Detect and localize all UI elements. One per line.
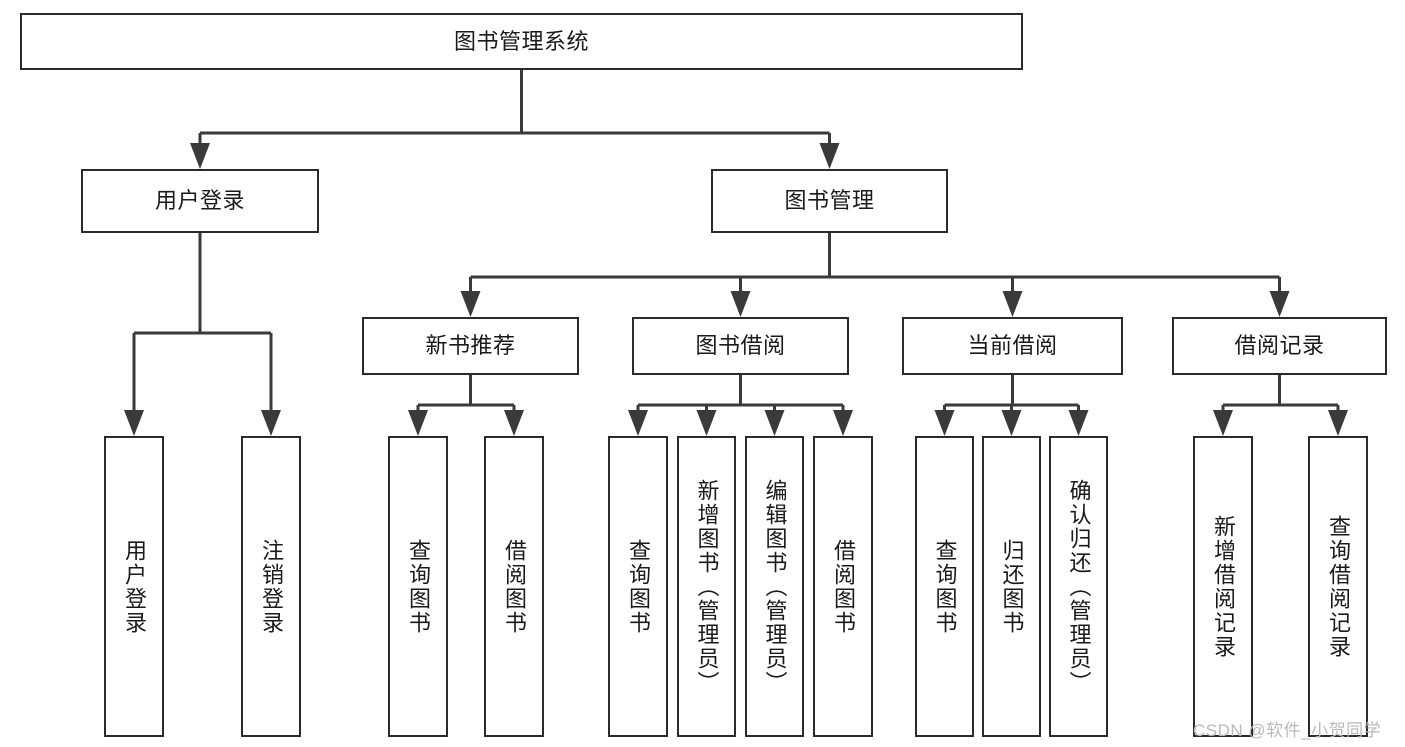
arrowhead-icon: [190, 143, 210, 169]
node-label: 确认归还（管理员）: [1066, 478, 1092, 695]
node-new_book_rec[interactable]: 新书推荐: [362, 317, 579, 375]
node-user_login[interactable]: 用户登录: [81, 169, 319, 233]
node-leaf_edit_book[interactable]: 编辑图书（管理员）: [745, 436, 804, 737]
node-label: 新增借阅记录: [1211, 514, 1236, 659]
arrowhead-icon: [1001, 410, 1022, 436]
node-leaf_return_book[interactable]: 归还图书: [982, 436, 1041, 737]
node-leaf_user_login[interactable]: 用户登录: [104, 436, 164, 737]
node-leaf_query_book_b[interactable]: 查询图书: [608, 436, 668, 737]
node-leaf_add_record[interactable]: 新增借阅记录: [1193, 436, 1253, 737]
node-label: 借阅图书: [831, 538, 856, 635]
node-label: 编辑图书（管理员）: [762, 478, 788, 695]
node-label: 用户登录: [154, 188, 245, 214]
node-label: 图书管理: [784, 188, 875, 214]
arrowhead-icon: [408, 410, 428, 436]
arrowhead-icon: [934, 410, 955, 436]
arrowhead-icon: [819, 143, 840, 169]
arrowhead-icon: [833, 410, 853, 436]
arrowhead-icon: [696, 410, 717, 436]
node-label: 新增图书（管理员）: [694, 478, 720, 695]
node-leaf_query_record[interactable]: 查询借阅记录: [1308, 436, 1368, 737]
node-label: 图书管理系统: [453, 28, 589, 54]
node-current_borrow[interactable]: 当前借阅: [902, 317, 1123, 375]
node-label: 当前借阅: [967, 333, 1058, 359]
node-leaf_add_book[interactable]: 新增图书（管理员）: [677, 436, 736, 737]
node-label: 查询图书: [626, 538, 651, 635]
node-book_borrow[interactable]: 图书借阅: [632, 317, 849, 375]
node-label: 用户登录: [122, 538, 147, 635]
node-label: 新书推荐: [425, 333, 516, 359]
node-label: 查询图书: [932, 538, 958, 635]
node-label: 查询借阅记录: [1326, 514, 1351, 659]
node-label: 归还图书: [999, 538, 1025, 635]
node-label: 查询图书: [406, 538, 431, 635]
node-leaf_query_book_c[interactable]: 查询图书: [915, 436, 974, 737]
node-root[interactable]: 图书管理系统: [20, 13, 1023, 70]
node-leaf_confirm_return[interactable]: 确认归还（管理员）: [1049, 436, 1108, 737]
arrowhead-icon: [504, 410, 524, 436]
node-leaf_borrow_book_b[interactable]: 借阅图书: [813, 436, 873, 737]
node-book_mgmt[interactable]: 图书管理: [711, 169, 948, 233]
watermark-label: CSDN @软件_小贺同学: [1193, 721, 1382, 740]
node-label: 注销登录: [259, 538, 284, 635]
node-label: 借阅记录: [1234, 333, 1325, 359]
arrowhead-icon: [628, 410, 648, 436]
arrowhead-icon: [764, 410, 785, 436]
arrowhead-icon: [261, 410, 281, 436]
node-leaf_logout[interactable]: 注销登录: [241, 436, 301, 737]
node-label: 图书借阅: [695, 333, 786, 359]
arrowhead-icon: [1328, 410, 1348, 436]
node-borrow_record[interactable]: 借阅记录: [1172, 317, 1387, 375]
node-leaf_query_book_rec[interactable]: 查询图书: [388, 436, 448, 737]
arrowhead-icon: [460, 291, 481, 317]
node-leaf_borrow_book_rec[interactable]: 借阅图书: [484, 436, 544, 737]
arrowhead-icon: [1068, 410, 1089, 436]
arrowhead-icon: [1002, 291, 1023, 317]
arrowhead-icon: [730, 291, 751, 317]
arrowhead-icon: [1269, 291, 1290, 317]
arrowhead-icon: [1213, 410, 1233, 436]
arrowhead-icon: [124, 410, 144, 436]
node-label: 借阅图书: [502, 538, 527, 635]
